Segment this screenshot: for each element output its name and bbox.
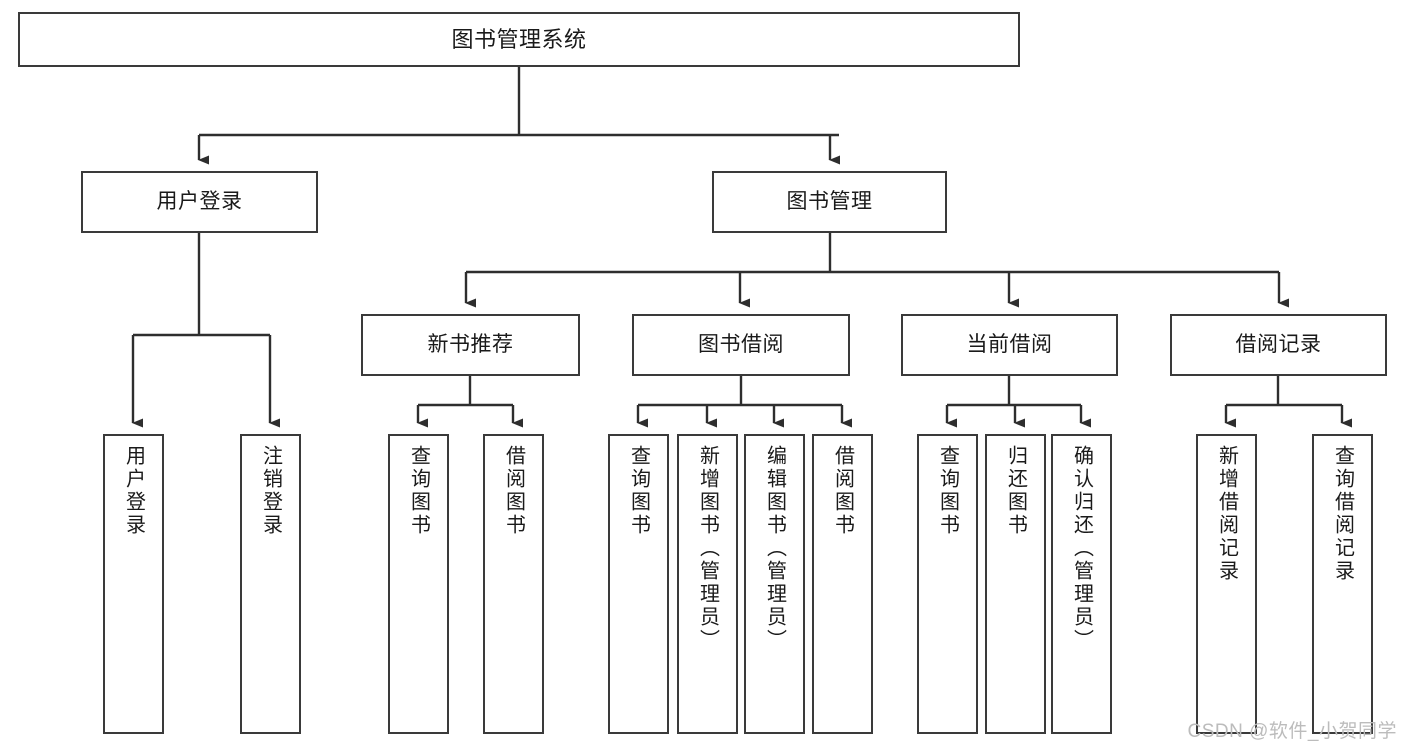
node-label: 编辑图书（管理员） xyxy=(763,445,786,652)
node-leaf-edit-book[interactable]: 编辑图书（管理员） xyxy=(744,434,805,734)
node-label: 查询图书 xyxy=(936,445,959,537)
node-label: 归还图书 xyxy=(1004,445,1027,537)
node-label: 用户登录 xyxy=(122,445,145,537)
node-root[interactable]: 图书管理系统 xyxy=(18,12,1020,67)
node-label: 新书推荐 xyxy=(427,332,514,356)
node-leaf-confirm-return[interactable]: 确认归还（管理员） xyxy=(1051,434,1112,734)
node-label: 新增借阅记录 xyxy=(1215,445,1238,583)
node-label: 图书管理 xyxy=(786,189,873,213)
node-leaf-user-login[interactable]: 用户登录 xyxy=(103,434,164,734)
node-label: 查询图书 xyxy=(627,445,650,537)
node-label: 图书借阅 xyxy=(698,332,784,356)
node-leaf-query-book-2[interactable]: 查询图书 xyxy=(608,434,669,734)
node-leaf-query-record[interactable]: 查询借阅记录 xyxy=(1312,434,1373,734)
node-label: 借阅图书 xyxy=(831,445,854,537)
node-borrow-record[interactable]: 借阅记录 xyxy=(1170,314,1387,376)
node-leaf-logout[interactable]: 注销登录 xyxy=(240,434,301,734)
node-new-book-rec[interactable]: 新书推荐 xyxy=(361,314,580,376)
node-label: 新增图书（管理员） xyxy=(696,445,719,652)
node-label: 确认归还（管理员） xyxy=(1070,445,1093,652)
node-user-login[interactable]: 用户登录 xyxy=(81,171,318,233)
node-book-borrow[interactable]: 图书借阅 xyxy=(632,314,850,376)
node-label: 借阅记录 xyxy=(1235,332,1322,356)
node-leaf-borrow-book-1[interactable]: 借阅图书 xyxy=(483,434,544,734)
node-leaf-add-book[interactable]: 新增图书（管理员） xyxy=(677,434,738,734)
node-label: 注销登录 xyxy=(259,445,282,537)
node-label: 用户登录 xyxy=(156,189,243,213)
node-label: 借阅图书 xyxy=(502,445,525,537)
node-label: 查询借阅记录 xyxy=(1331,445,1354,583)
node-leaf-query-book-1[interactable]: 查询图书 xyxy=(388,434,449,734)
node-leaf-return-book[interactable]: 归还图书 xyxy=(985,434,1046,734)
node-leaf-query-book-3[interactable]: 查询图书 xyxy=(917,434,978,734)
node-leaf-borrow-book-2[interactable]: 借阅图书 xyxy=(812,434,873,734)
node-label: 图书管理系统 xyxy=(451,26,587,52)
node-label: 当前借阅 xyxy=(966,332,1053,356)
node-current-borrow[interactable]: 当前借阅 xyxy=(901,314,1118,376)
node-book-manage[interactable]: 图书管理 xyxy=(712,171,947,233)
node-leaf-add-record[interactable]: 新增借阅记录 xyxy=(1196,434,1257,734)
node-label: 查询图书 xyxy=(407,445,430,537)
